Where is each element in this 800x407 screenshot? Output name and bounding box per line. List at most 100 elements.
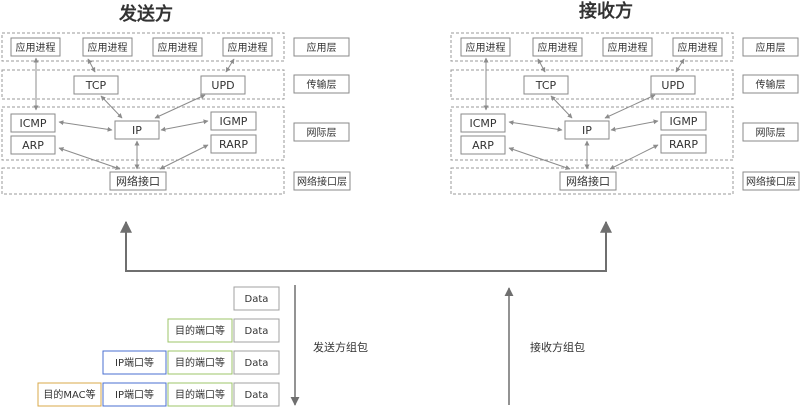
sender-rarp-label: RARP	[219, 138, 248, 151]
receiver-app-process-4-label: 应用进程	[678, 41, 718, 54]
sender-application-layer-label: 应用层	[307, 41, 337, 54]
receiver-application-layer-tag	[742, 37, 799, 57]
receiver-netif-label: 网络接口	[566, 174, 610, 188]
receiver-transport-layer-label: 传输层	[756, 78, 786, 91]
packet-row4-data-label: Data	[245, 390, 269, 401]
sender-app-process-1	[10, 37, 61, 57]
receiver-rarp-label: RARP	[669, 138, 698, 151]
sender-app-process-3-label: 应用进程	[158, 41, 198, 54]
packet-row2-port-label: 目的端口等	[175, 324, 225, 337]
send-pack-label: 发送方组包	[313, 340, 368, 354]
sender-app-process-1-label: 应用进程	[16, 41, 56, 54]
receiver-udp-label: UPD	[661, 79, 684, 92]
packet-row2-port	[167, 318, 233, 343]
sender-transport-layer-label: 传输层	[307, 78, 337, 91]
receiver-application-layer-label: 应用层	[756, 41, 786, 54]
recv-pack-label: 接收方组包	[530, 340, 585, 354]
packet-row2-data	[233, 318, 280, 343]
sender-arp-label: ARP	[22, 139, 44, 152]
packet-row3-ip-label: IP端口等	[115, 356, 154, 369]
sender-transport-layer-tag	[293, 74, 350, 94]
receiver-network-layer-frame	[450, 106, 734, 161]
receiver-app-process-4	[672, 37, 723, 57]
packet-row1-data-label: Data	[245, 294, 269, 305]
receiver-transport-layer-frame	[450, 69, 734, 100]
receiver-igmp-label: IGMP	[670, 115, 698, 128]
receiver-app-process-1	[460, 37, 511, 57]
sender-arp-box	[10, 135, 56, 155]
packet-row1-data	[233, 286, 280, 311]
packet-row3-port	[167, 350, 233, 375]
packet-row4-mac-label: 目的MAC等	[43, 388, 95, 401]
packet-row3-data-label: Data	[245, 358, 269, 369]
receiver-ip-box	[564, 120, 610, 140]
receiver-udp-box	[650, 75, 696, 95]
receiver-tcp-label: TCP	[535, 79, 557, 92]
receiver-rarp-box	[660, 134, 707, 154]
receiver-application-layer-frame	[450, 32, 734, 62]
packet-encapsulation: Data 目的端口等 Data IP端口等 目的端口等 Data 目的MAC等 …	[37, 286, 280, 407]
sender-rarp-box	[210, 134, 257, 154]
receiver-arp-label: ARP	[472, 139, 494, 152]
sender-netif-box	[109, 171, 167, 191]
receiver-title: 接收方	[579, 0, 633, 22]
sender-netif-label: 网络接口	[116, 174, 160, 188]
sender-tcp-label: TCP	[85, 79, 107, 92]
receiver-network-layer-tag	[742, 122, 799, 142]
packet-row3-port-label: 目的端口等	[175, 356, 225, 369]
receiver-icmp-label: ICMP	[469, 117, 496, 130]
sender-network-layer-tag	[293, 122, 350, 142]
receiver-link-layer-label: 网络接口层	[746, 175, 796, 188]
sender-icmp-label: ICMP	[19, 117, 46, 130]
packet-row4-data	[233, 382, 280, 407]
receiver-stack: 接收方 应用进程 应用进程 应用进程 应用进程 TCP UPD ICMP ARP…	[450, 0, 800, 195]
receiver-arrows	[483, 57, 685, 170]
receiver-network-layer-label: 网际层	[756, 127, 786, 139]
receiver-netif-box	[559, 171, 617, 191]
receiver-igmp-box	[660, 111, 707, 131]
receiver-arp-box	[460, 135, 506, 155]
sender-app-process-2	[82, 37, 133, 57]
sender-icmp-box	[10, 113, 56, 133]
sender-ip-box	[114, 120, 160, 140]
sender-stack: 发送方 应用进程 应用进程 应用进程 应用进程 TCP UPD ICMP ARP…	[1, 3, 351, 195]
sender-app-process-3	[152, 37, 203, 57]
sender-link-layer-frame	[1, 167, 285, 195]
receiver-app-process-3	[602, 37, 653, 57]
receiver-app-process-1-label: 应用进程	[466, 41, 506, 54]
sender-igmp-label: IGMP	[220, 115, 248, 128]
sender-application-layer-frame	[1, 32, 285, 62]
receiver-ip-label: IP	[582, 124, 592, 137]
receiver-app-process-2-label: 应用进程	[538, 41, 578, 54]
sender-app-process-4-label: 应用进程	[228, 41, 268, 54]
sender-tcp-box	[73, 75, 119, 95]
sender-title: 发送方	[118, 3, 173, 25]
packet-row4-port	[167, 382, 233, 407]
sender-link-layer-tag	[293, 171, 351, 191]
sender-app-process-4	[222, 37, 273, 57]
receiver-icmp-box	[460, 113, 506, 133]
receiver-tcp-box	[523, 75, 569, 95]
packet-row3-data	[233, 350, 280, 375]
sender-arrows	[33, 57, 235, 170]
packet-row4-ip-label: IP端口等	[115, 388, 154, 401]
packet-row4-ip	[102, 382, 167, 407]
receiver-link-layer-frame	[450, 167, 734, 195]
packet-row4-port-label: 目的端口等	[175, 388, 225, 401]
receiver-link-layer-tag	[742, 171, 800, 191]
sender-application-layer-tag	[293, 37, 350, 57]
sender-igmp-box	[210, 111, 257, 131]
sender-ip-label: IP	[132, 124, 142, 137]
packet-row3-ip	[102, 350, 167, 375]
receiver-transport-layer-tag	[742, 74, 799, 94]
packet-row4-mac	[37, 382, 102, 407]
packet-row2-data-label: Data	[245, 326, 269, 337]
receiver-app-process-3-label: 应用进程	[608, 41, 648, 54]
sender-transport-layer-frame	[1, 69, 285, 100]
sender-app-process-2-label: 应用进程	[88, 41, 128, 54]
sender-udp-label: UPD	[211, 79, 234, 92]
sender-link-layer-label: 网络接口层	[297, 175, 347, 188]
sender-network-layer-frame	[1, 106, 285, 161]
